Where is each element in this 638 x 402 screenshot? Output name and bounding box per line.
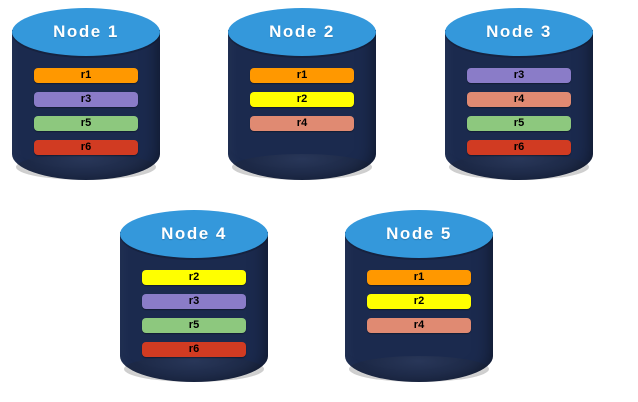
cylinder-bottom-shade — [449, 154, 589, 180]
node-label-2: Node 2 — [269, 22, 335, 41]
replica-bar-r1[interactable]: r1 — [250, 68, 354, 83]
cylinder-bottom-shade — [124, 356, 264, 382]
cylinder-top-ellipse — [12, 8, 160, 56]
replica-bar-r3[interactable]: r3 — [142, 294, 246, 309]
replica-bar-r4[interactable]: r4 — [467, 92, 571, 107]
replica-bar-r6[interactable]: r6 — [34, 140, 138, 155]
database-node-5[interactable]: Node 5 r1 r2 r4 — [345, 210, 493, 390]
replica-list-4: r2 r3 r5 r6 — [142, 270, 246, 357]
replica-bar-r2[interactable]: r2 — [367, 294, 471, 309]
replica-bar-r5[interactable]: r5 — [142, 318, 246, 333]
replica-list-5: r1 r2 r4 — [367, 270, 471, 333]
replica-bar-r5[interactable]: r5 — [467, 116, 571, 131]
database-node-4[interactable]: Node 4 r2 r3 r5 r6 — [120, 210, 268, 390]
database-node-2[interactable]: Node 2 r1 r2 r4 — [228, 8, 376, 188]
cylinder-bottom-shade — [16, 154, 156, 180]
cylinder-top-ellipse — [445, 8, 593, 56]
replica-bar-r2[interactable]: r2 — [250, 92, 354, 107]
replica-bar-r2[interactable]: r2 — [142, 270, 246, 285]
replica-bar-r1[interactable]: r1 — [367, 270, 471, 285]
database-node-3[interactable]: Node 3 r3 r4 r5 r6 — [445, 8, 593, 188]
replica-bar-r3[interactable]: r3 — [467, 68, 571, 83]
replica-bar-r6[interactable]: r6 — [467, 140, 571, 155]
cylinder-bottom-shade — [349, 356, 489, 382]
node-label-3: Node 3 — [486, 22, 552, 41]
cylinder-top-ellipse — [228, 8, 376, 56]
replica-list-2: r1 r2 r4 — [250, 68, 354, 131]
replica-bar-r1[interactable]: r1 — [34, 68, 138, 83]
replica-bar-r4[interactable]: r4 — [367, 318, 471, 333]
cylinder-bottom-shade — [232, 154, 372, 180]
database-node-1[interactable]: Node 1 r1 r3 r5 r6 — [12, 8, 160, 188]
replica-bar-r5[interactable]: r5 — [34, 116, 138, 131]
node-label-4: Node 4 — [161, 224, 227, 243]
replica-bar-r6[interactable]: r6 — [142, 342, 246, 357]
cylinder-top-ellipse — [120, 210, 268, 258]
cylinder-top-ellipse — [345, 210, 493, 258]
replica-list-3: r3 r4 r5 r6 — [467, 68, 571, 155]
node-label-5: Node 5 — [386, 224, 452, 243]
replica-bar-r3[interactable]: r3 — [34, 92, 138, 107]
replica-list-1: r1 r3 r5 r6 — [34, 68, 138, 155]
node-label-1: Node 1 — [53, 22, 119, 41]
replica-bar-r4[interactable]: r4 — [250, 116, 354, 131]
